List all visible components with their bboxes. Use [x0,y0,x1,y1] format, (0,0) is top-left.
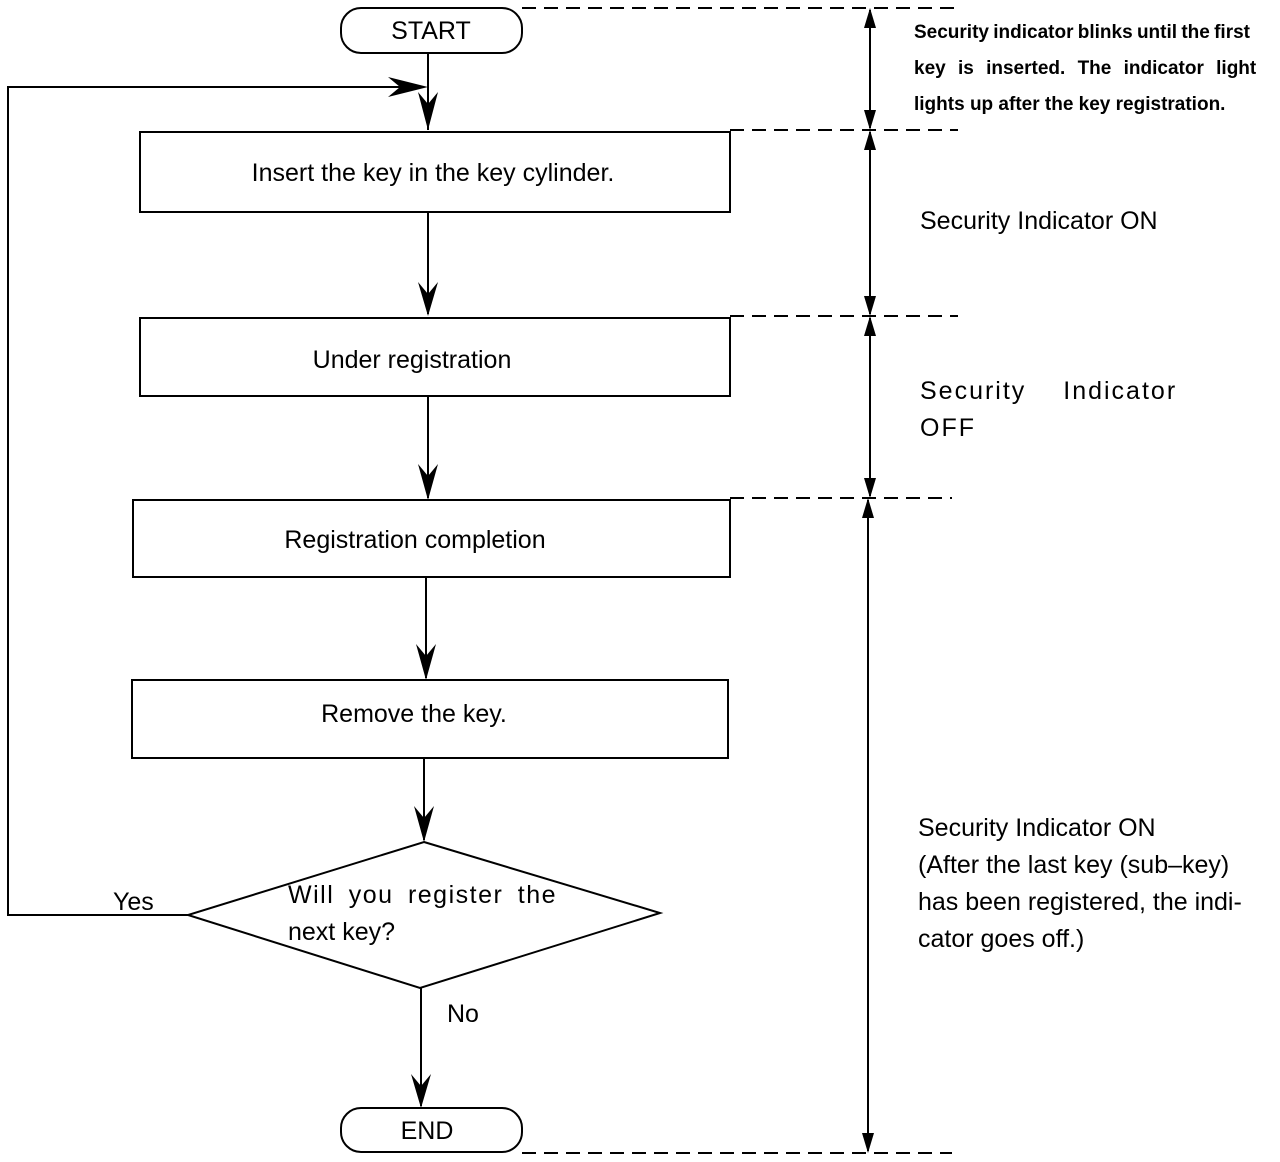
decision-label-line2: next key? [288,918,395,946]
note4-line4: cator goes off.) [918,925,1085,953]
yes-loop-connector [7,77,428,916]
step-under-registration: Under registration [139,317,731,397]
note-indicator-off: Security Indicator OFF [920,373,1177,447]
step-insert-key-label: Insert the key in the key cylinder. [252,159,615,187]
phase-separators [522,7,958,1154]
note1-line2: key is inserted. The indicator light [914,58,1257,79]
decision-label-line1: Will you register the [288,881,557,909]
note-indicator-on-1: Security Indicator ON [920,203,1158,240]
connector-start-to-step1 [418,53,438,130]
no-label: No [447,1000,479,1028]
note-indicator-on-2: Security Indicator ON (After the last ke… [918,810,1242,958]
yes-label: Yes [113,888,154,916]
step-under-registration-label: Under registration [313,346,512,374]
step-insert-key: Insert the key in the key cylinder. [139,131,731,213]
note4-line1: Security Indicator ON [918,814,1156,842]
connector-step4-to-decision [414,758,434,842]
connector-step3-to-step4 [416,577,436,680]
phase-span-2 [864,130,876,316]
phase-span-4 [862,498,874,1153]
end-terminal: END [340,1107,523,1153]
step-registration-completion-label: Registration completion [284,526,545,554]
note3-line1: Security Indicator [920,377,1178,405]
connector-decision-to-end [411,988,431,1108]
note-blinks-until-first-key: Security indicator blinks until the firs… [914,15,1274,123]
start-label: START [391,17,471,45]
note1-line3: lights up after the key registration. [914,94,1226,115]
note3-line2: OFF [920,414,976,442]
start-terminal: START [340,7,523,54]
connector-step2-to-step3 [418,396,438,500]
phase-span-1 [864,8,876,130]
end-label: END [401,1117,454,1145]
note4-line2: (After the last key (sub–key) [918,851,1230,879]
step-registration-completion: Registration completion [132,499,731,578]
note2-text: Security Indicator ON [920,207,1158,235]
note4-line3: has been registered, the indi- [918,888,1242,916]
step-remove-key: Remove the key. [131,679,729,759]
note1-line1: Security indicator blinks until the firs… [914,22,1250,43]
phase-span-3 [864,316,876,498]
decision-next-key: Will you register the next key? [184,840,664,990]
step-remove-key-label: Remove the key. [321,700,507,728]
connector-step1-to-step2 [418,212,438,316]
